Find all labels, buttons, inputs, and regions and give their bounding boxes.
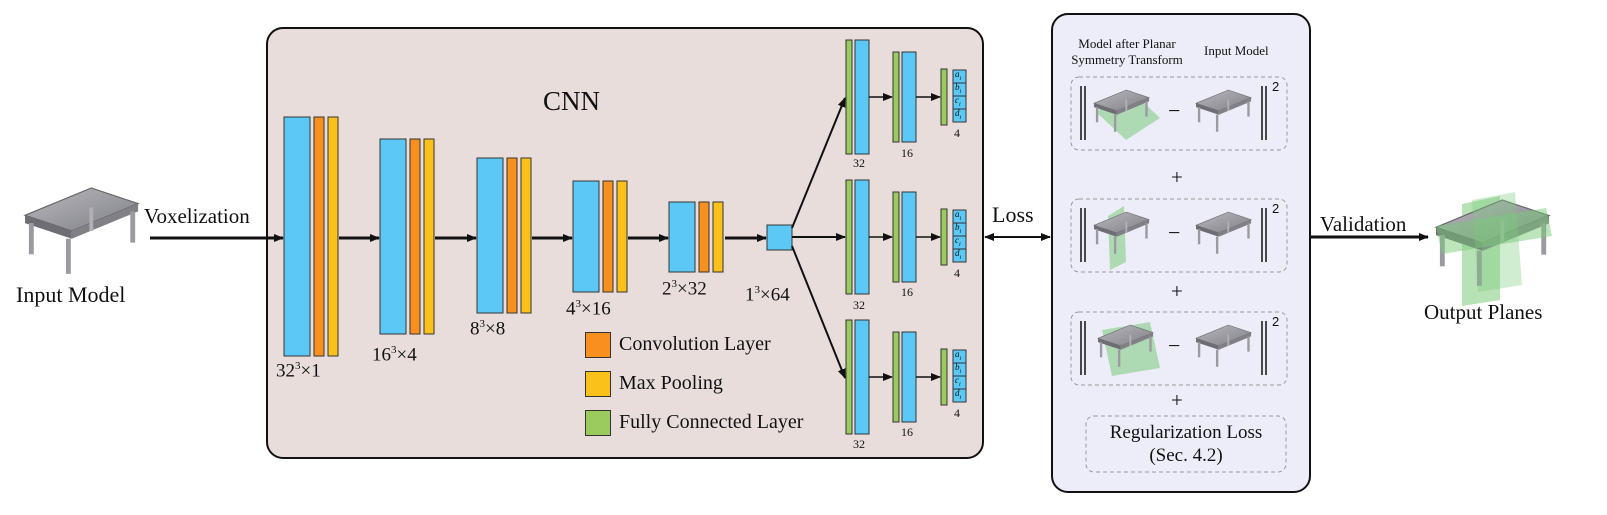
legend-label-convolution: Convolution Layer [619, 333, 771, 355]
conv-layer-3 [506, 157, 518, 314]
conv-feature-map-5 [668, 201, 696, 273]
conv-layer-4 [602, 180, 614, 293]
regularization-loss-label: Regularization Loss (Sec. 4.2) [1109, 422, 1263, 466]
fc-size-32-mid: 32 [853, 298, 865, 312]
transformed-table-1 [1093, 89, 1160, 140]
voxelization-label: Voxelization [144, 204, 250, 228]
branch-arrow-bottom [791, 245, 846, 379]
transformed-table-3 [1097, 322, 1160, 376]
conv-feature-map-3 [476, 157, 504, 314]
plane-param-b-branch-2: bi [955, 222, 962, 235]
stage-label-5: 23×32 [662, 278, 707, 300]
conv-feature-map-2 [379, 138, 407, 335]
fc-size-16-top: 16 [901, 146, 913, 160]
output-planes-icon [1435, 192, 1552, 306]
legend-swatch-convolution [585, 332, 611, 358]
conv-feature-map-4 [572, 180, 600, 293]
cnn-title: CNN [543, 86, 601, 116]
fc-size-4-top: 4 [954, 126, 960, 140]
conv-layer-5 [698, 201, 710, 273]
fc-branch-1 [845, 39, 967, 155]
fc-size-16-mid: 16 [901, 285, 913, 299]
loss-header-input-model: Input Model [1204, 43, 1269, 58]
exponent-3: 2 [1272, 314, 1280, 329]
plus-sign-1: + [1171, 165, 1183, 189]
plane-param-a-branch-3: ai [955, 349, 962, 362]
pool-layer-4 [616, 180, 628, 293]
loss-header-transformed: Model after Planar Symmetry Transform [1071, 36, 1183, 67]
branch-arrow-top [791, 97, 846, 229]
minus-sign-3: − [1168, 333, 1181, 358]
input-table-icon [24, 187, 140, 275]
exponent-1: 2 [1272, 79, 1280, 94]
plus-sign-3: + [1171, 388, 1183, 412]
fc-branch-3 [845, 319, 967, 435]
stage-label-4: 43×16 [566, 298, 611, 320]
conv-layer-2 [409, 138, 421, 335]
loss-term-3 [1070, 311, 1288, 386]
plane-param-c-branch-3: ci [955, 375, 961, 388]
fc-size-32-bottom: 32 [853, 437, 865, 451]
loss-term-1 [1070, 76, 1288, 151]
fc-branch-2 [845, 179, 967, 295]
plane-param-d-branch-3: di [955, 388, 962, 401]
pool-layer-3 [520, 157, 532, 314]
plus-sign-2: + [1171, 279, 1183, 303]
legend-swatch-fully-connected [585, 410, 611, 436]
loss-label: Loss [992, 202, 1034, 227]
plane-param-c-branch-2: ci [955, 235, 961, 248]
conv-layer-1 [313, 116, 325, 357]
pool-layer-1 [327, 116, 339, 357]
input-model-label: Input Model [16, 282, 126, 307]
legend-label-max-pooling: Max Pooling [619, 372, 723, 394]
fc-size-16-bottom: 16 [901, 425, 913, 439]
feature-vector-64 [766, 224, 793, 251]
stage-label-1: 323×1 [276, 360, 321, 382]
plane-param-b-branch-1: bi [955, 82, 962, 95]
stage-label-3: 83×8 [470, 318, 506, 340]
plane-param-d-branch-2: di [955, 248, 962, 261]
fc-size-32-top: 32 [853, 156, 865, 170]
pool-layer-5 [712, 201, 724, 273]
validation-label: Validation [1320, 212, 1407, 236]
plane-param-a-branch-2: ai [955, 209, 962, 222]
exponent-2: 2 [1272, 201, 1280, 216]
plane-param-a-branch-1: ai [955, 69, 962, 82]
norm-bars [1080, 86, 1267, 375]
minus-sign-2: − [1168, 220, 1181, 245]
legend-swatch-max-pooling [585, 371, 611, 397]
transformed-table-2 [1093, 206, 1150, 270]
fc-size-4-bottom: 4 [954, 406, 960, 420]
plane-param-c-branch-1: ci [955, 95, 961, 108]
conv-feature-map-1 [283, 116, 311, 357]
output-planes-label: Output Planes [1424, 300, 1543, 324]
legend-label-fully-connected: Fully Connected Layer [619, 411, 804, 433]
loss-term-2 [1070, 198, 1288, 273]
fc-size-4-mid: 4 [954, 266, 960, 280]
plane-param-d-branch-1: di [955, 108, 962, 121]
plane-param-b-branch-3: bi [955, 362, 962, 375]
minus-sign-1: − [1168, 98, 1181, 123]
regularization-box [1085, 415, 1287, 473]
stage-label-6: 13×64 [745, 284, 790, 306]
pool-layer-2 [423, 138, 435, 335]
stage-label-2: 163×4 [372, 344, 417, 366]
